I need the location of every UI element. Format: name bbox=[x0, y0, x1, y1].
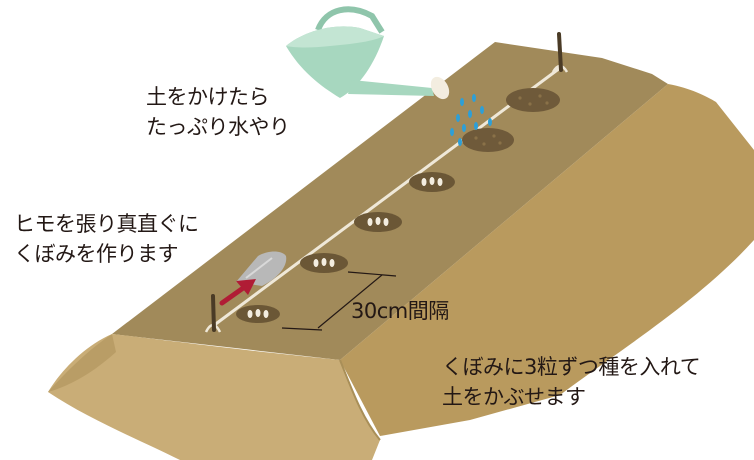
can-rose bbox=[430, 76, 450, 100]
soil-bed-front bbox=[48, 334, 380, 460]
soil-mound-icon bbox=[462, 88, 560, 152]
spacing-dimension bbox=[281, 271, 397, 331]
sowing-hole bbox=[409, 172, 455, 192]
watering-annotation: 土をかけたら たっぷり水やり bbox=[146, 82, 290, 142]
seed-hole-icon bbox=[236, 172, 455, 323]
watering-annotation-line2: たっぷり水やり bbox=[146, 115, 290, 139]
soil-bed-side bbox=[340, 84, 754, 436]
sowing-hole bbox=[354, 212, 402, 232]
sowing-hole bbox=[236, 305, 280, 323]
soil-bed-edge bbox=[339, 359, 381, 441]
can-top bbox=[286, 26, 384, 48]
sowing-hole bbox=[300, 253, 348, 273]
sowing-annotation-line2: 土をかぶせます bbox=[442, 385, 586, 409]
sowing-annotation-line1: くぼみに3粒ずつ種を入れて bbox=[442, 355, 701, 379]
string-annotation-line2: くぼみを作ります bbox=[14, 242, 178, 266]
press-arrow-icon bbox=[219, 279, 256, 306]
sowing-annotation: くぼみに3粒ずつ種を入れて 土をかぶせます bbox=[442, 352, 701, 412]
trowel-blade bbox=[236, 251, 287, 286]
soil-bed-front-shade bbox=[48, 334, 116, 392]
spacing-label: 30cm間隔 bbox=[351, 299, 449, 323]
can-spout bbox=[348, 80, 434, 96]
soil-mound bbox=[462, 128, 514, 152]
string-line bbox=[212, 66, 561, 328]
string-annotation: ヒモを張り真直ぐに くぼみを作ります bbox=[14, 209, 199, 269]
string-annotation-line1: ヒモを張り真直ぐに bbox=[14, 212, 199, 236]
soil-mound bbox=[506, 88, 560, 112]
watering-can-icon bbox=[286, 6, 450, 100]
can-handle bbox=[315, 6, 385, 34]
watering-annotation-line1: 土をかけたら bbox=[146, 85, 269, 109]
stake-icon bbox=[211, 32, 563, 332]
trowel-icon bbox=[236, 251, 287, 286]
water-drops bbox=[450, 94, 492, 146]
